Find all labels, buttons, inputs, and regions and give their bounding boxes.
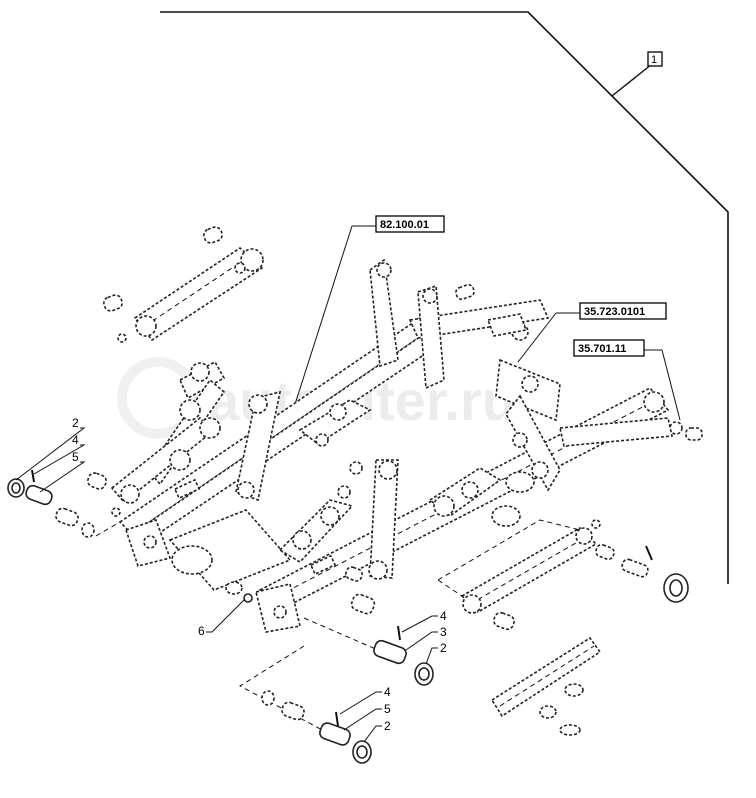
- callout-bot-4[interactable]: 4: [339, 685, 391, 715]
- callout-label: 4: [384, 685, 391, 699]
- ref-box-35-701-11[interactable]: 35.701.11: [573, 339, 681, 421]
- callout-bot-5[interactable]: 5: [343, 702, 391, 731]
- assembly-ref-box[interactable]: 1: [647, 51, 663, 67]
- callout-label: 4: [440, 609, 447, 623]
- ref-label-35-701-11: 35.701.11: [578, 343, 626, 355]
- center-levers: [235, 258, 445, 580]
- callout-left-5[interactable]: 5: [39, 450, 86, 493]
- assembly-bracket: [160, 11, 729, 584]
- lower-link: [490, 636, 602, 736]
- callout-mid-4[interactable]: 4: [401, 609, 447, 633]
- ref-label-35-723-0101: 35.723.0101: [584, 306, 645, 318]
- callout-label: 6: [198, 624, 205, 638]
- callout-label: 2: [72, 416, 79, 430]
- ref-label-82-100-01: 82.100.01: [380, 219, 429, 231]
- ref-box-82-100-01[interactable]: 82.100.01: [289, 215, 445, 421]
- callout-label: 5: [72, 450, 79, 464]
- callout-mid-2[interactable]: 2: [425, 641, 447, 665]
- upper-cylinder: [103, 226, 264, 343]
- callout-left-4[interactable]: 4: [33, 433, 86, 475]
- callout-label: 3: [440, 625, 447, 639]
- callout-label: 4: [72, 433, 79, 447]
- callout-6[interactable]: 6: [198, 599, 245, 638]
- left-arm-assembly: [110, 360, 226, 517]
- assembly-ref-label: 1: [651, 54, 657, 66]
- callout-left-2[interactable]: 2: [15, 416, 86, 481]
- right-arm-assembly: [428, 283, 703, 527]
- lower-cylinder: [437, 519, 689, 631]
- ref-box-35-723-0101[interactable]: 35.723.0101: [517, 302, 667, 363]
- pins-and-guides: [7, 469, 434, 764]
- callout-label: 2: [384, 719, 391, 733]
- callout-mid-3[interactable]: 3: [405, 625, 447, 651]
- callout-label: 5: [384, 702, 391, 716]
- callout-label: 2: [440, 641, 447, 655]
- callout-bot-2[interactable]: 2: [363, 719, 391, 743]
